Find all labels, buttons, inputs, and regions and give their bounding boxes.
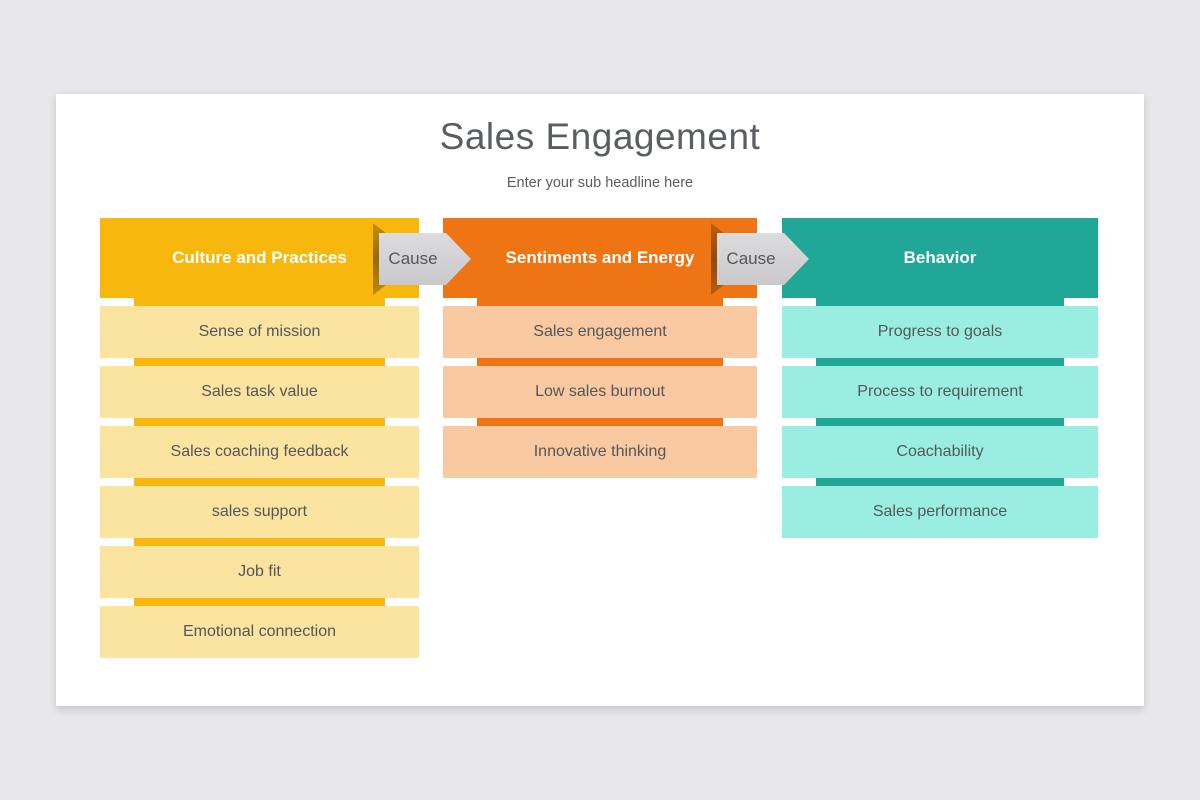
column-header-label: Behavior xyxy=(903,248,977,267)
column-header-label: Sentiments and Energy xyxy=(505,248,695,267)
list-item-label: Sales coaching feedback xyxy=(170,443,349,460)
column-sentiments-and-energy: Sentiments and Energy Sales engagement L… xyxy=(443,218,757,478)
list-item[interactable]: Innovative thinking xyxy=(443,426,757,478)
list-item-label: Process to requirement xyxy=(857,383,1023,400)
list-item[interactable]: Coachability xyxy=(782,426,1098,478)
arrow-label: Cause xyxy=(388,249,438,268)
arrow-right-icon: Cause xyxy=(379,233,471,285)
list-item-label: Sales performance xyxy=(872,503,1008,520)
connector-band xyxy=(816,358,1064,366)
connector-band xyxy=(816,298,1064,306)
list-item[interactable]: Sales coaching feedback xyxy=(100,426,419,478)
list-item[interactable]: Sense of mission xyxy=(100,306,419,358)
arrow-right-icon: Cause xyxy=(717,233,809,285)
list-item[interactable]: Sales engagement xyxy=(443,306,757,358)
list-item[interactable]: sales support xyxy=(100,486,419,538)
connector-band xyxy=(134,538,385,546)
connector-band xyxy=(477,358,723,366)
column-culture-and-practices: Culture and Practices Sense of mission S… xyxy=(100,218,419,658)
connector-band xyxy=(816,418,1064,426)
connector-band xyxy=(477,298,723,306)
connector-band xyxy=(134,418,385,426)
list-item[interactable]: Progress to goals xyxy=(782,306,1098,358)
slide-title: Sales Engagement xyxy=(439,116,761,157)
connector-band xyxy=(134,358,385,366)
list-item-label: Coachability xyxy=(896,443,984,460)
list-item-label: Progress to goals xyxy=(877,323,1003,340)
list-item-label: Sales engagement xyxy=(533,323,667,340)
connector-band xyxy=(134,598,385,606)
list-item[interactable]: Job fit xyxy=(100,546,419,598)
slide: Sales Engagement Enter your sub headline… xyxy=(56,94,1144,706)
column-behavior: Behavior Progress to goals Process to re… xyxy=(782,218,1098,538)
list-item-label: sales support xyxy=(211,503,308,520)
list-item[interactable]: Process to requirement xyxy=(782,366,1098,418)
arrow-label: Cause xyxy=(726,249,776,268)
list-item[interactable]: Sales task value xyxy=(100,366,419,418)
list-item[interactable]: Emotional connection xyxy=(100,606,419,658)
list-item-label: Sales task value xyxy=(201,383,318,400)
list-item-label: Sense of mission xyxy=(198,323,321,340)
connector-band xyxy=(134,478,385,486)
cause-arrow-1: Cause xyxy=(373,223,471,295)
column-header[interactable]: Sentiments and Energy xyxy=(443,218,757,298)
connector-band xyxy=(477,418,723,426)
slide-subtitle: Enter your sub headline here xyxy=(506,175,694,191)
column-header[interactable]: Behavior xyxy=(782,218,1098,298)
list-item-label: Job fit xyxy=(238,563,281,580)
list-item-label: Emotional connection xyxy=(183,623,336,640)
connector-band xyxy=(816,478,1064,486)
column-header-label: Culture and Practices xyxy=(172,248,347,267)
list-item-label: Low sales burnout xyxy=(535,383,665,400)
connector-band xyxy=(134,298,385,306)
list-item-label: Innovative thinking xyxy=(533,443,667,460)
list-item[interactable]: Sales performance xyxy=(782,486,1098,538)
column-header[interactable]: Culture and Practices xyxy=(100,218,419,298)
list-item[interactable]: Low sales burnout xyxy=(443,366,757,418)
cause-arrow-2: Cause xyxy=(711,223,809,295)
